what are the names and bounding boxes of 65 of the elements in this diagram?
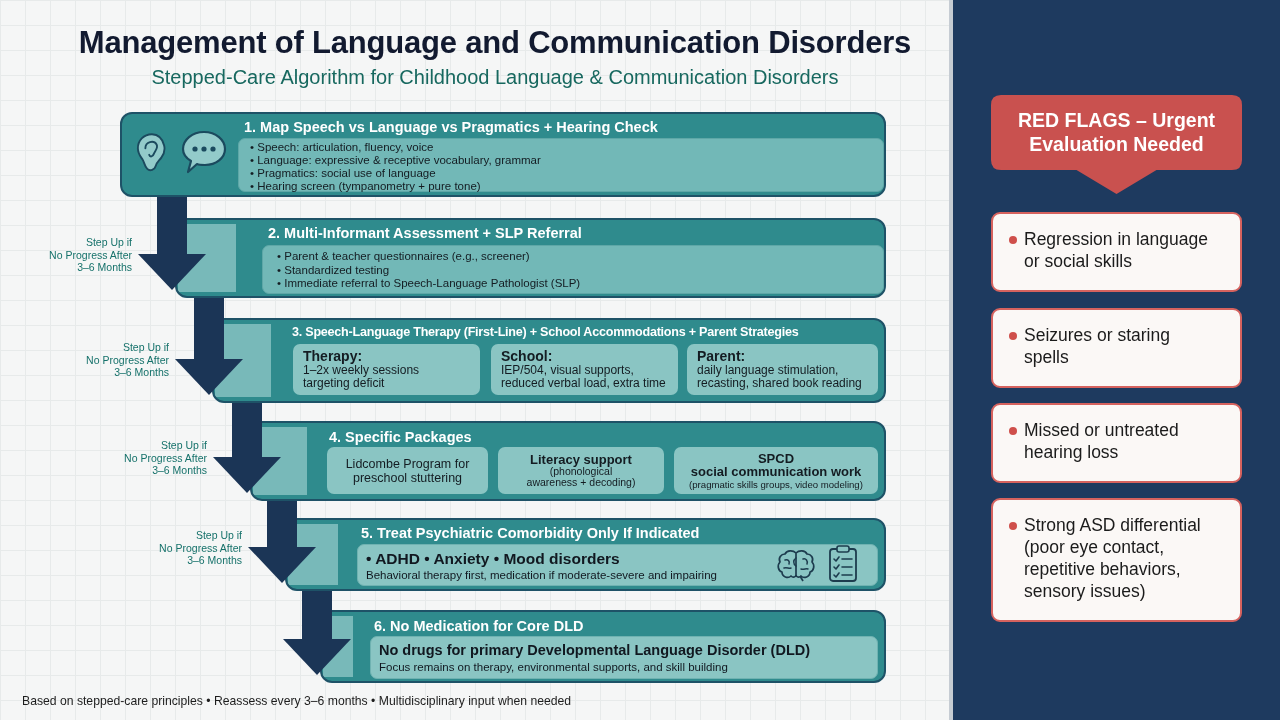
panel-heading: School: bbox=[501, 348, 553, 364]
card-text: Strong ASD differential (poor eye contact, repetitive behaviors, sensory issues) bbox=[1024, 514, 1201, 602]
panel-text: 1–2x weekly sessions targeting deficit bbox=[303, 364, 420, 390]
title: Management of Language and Communication Disorders bbox=[78, 25, 912, 61]
panel-heading: Lidcombe Program for preschool stuttering bbox=[345, 456, 470, 485]
bullet-item: • Pragmatics: social use of language bbox=[250, 167, 436, 180]
focus-text: No drugs for primary Developmental Language Disorder (DLD) bbox=[379, 641, 811, 660]
panel-heading: Parent: bbox=[697, 348, 746, 364]
panel-heading: SPCD social communication work bbox=[690, 451, 862, 479]
step-box bbox=[285, 518, 886, 591]
alert-banner bbox=[991, 95, 1242, 194]
detail-panel bbox=[262, 245, 884, 294]
detail-panel bbox=[370, 636, 878, 679]
card-text: Regression in language or social skills bbox=[1024, 228, 1208, 272]
option-panel bbox=[498, 447, 664, 494]
focus-text: • ADHD • Anxiety • Mood disorders bbox=[366, 549, 620, 568]
panel-text: (phonological awareness + decoding) bbox=[526, 466, 636, 489]
option-panel bbox=[327, 447, 488, 494]
step-box bbox=[175, 218, 886, 298]
step-arrow bbox=[283, 591, 351, 675]
step-arrow bbox=[138, 197, 206, 290]
step-heading: 1. Map Speech vs Language vs Pragmatics + Hearing Check bbox=[244, 119, 658, 136]
bullet-item: • Speech: articulation, fluency, voice bbox=[250, 141, 434, 154]
panel-heading: Literacy support bbox=[530, 452, 632, 467]
detail-panel bbox=[357, 544, 878, 586]
subtitle: Stepped-Care Algorithm for Childhood Language & Communication Disorders bbox=[151, 65, 839, 89]
panel-text: (pragmatic skills groups, video modeling) bbox=[689, 478, 863, 490]
step-box bbox=[212, 318, 886, 403]
panel-text: Focus remains on therapy, environmental supports, and skill building bbox=[379, 660, 728, 674]
step-box bbox=[120, 112, 886, 197]
footnote: Based on stepped-care principles • Reassess every 3–6 months • Multidisciplinary input when needed bbox=[22, 694, 572, 709]
bullet-item: • Language: expressive & receptive vocabulary, grammar bbox=[250, 154, 541, 167]
alert-card bbox=[991, 308, 1242, 388]
alert-card bbox=[991, 403, 1242, 483]
panel-text: IEP/504, visual supports, reduced verbal load, extra time bbox=[501, 364, 666, 390]
alert-card bbox=[991, 498, 1242, 622]
bullet-item: • Hearing screen (tympanometry + pure tone) bbox=[250, 180, 481, 193]
step-heading: 3. Speech-Language Therapy (First-Line) + School Accommodations + Parent Strategies bbox=[292, 324, 799, 341]
bullet-item: • Standardized testing bbox=[277, 263, 390, 277]
panel-heading: Therapy: bbox=[303, 348, 363, 364]
step-heading: 4. Specific Packages bbox=[329, 429, 472, 446]
panel-text: daily language stimulation, recasting, shared book reading bbox=[697, 364, 862, 390]
option-panel bbox=[491, 344, 678, 395]
option-panel bbox=[293, 344, 480, 395]
detail-panel bbox=[238, 138, 884, 192]
step-heading: 6. No Medication for Core DLD bbox=[374, 618, 584, 635]
step-heading: 2. Multi-Informant Assessment + SLP Referral bbox=[268, 225, 582, 242]
panel-text: Behavioral therapy first, medication if moderate-severe and impairing bbox=[366, 568, 717, 582]
option-panel bbox=[687, 344, 878, 395]
edge-label: Step Up if No Progress After 3–6 Months bbox=[124, 439, 207, 477]
step-box bbox=[320, 610, 886, 683]
card-text: Seizures or staring spells bbox=[1024, 324, 1170, 368]
edge-label: Step Up if No Progress After 3–6 Months bbox=[49, 236, 132, 274]
edge-label: Step Up if No Progress After 3–6 Months bbox=[159, 529, 242, 567]
step-arrow bbox=[213, 403, 281, 493]
card-text: Missed or untreated hearing loss bbox=[1024, 419, 1179, 463]
banner-heading: RED FLAGS – Urgent Evaluation Needed bbox=[1016, 108, 1217, 156]
bullet-item: • Parent & teacher questionnaires (e.g., screener) bbox=[277, 250, 530, 264]
step-heading: 5. Treat Psychiatric Comorbidity Only If Indicated bbox=[361, 525, 700, 542]
bullet-item: • Immediate referral to Speech-Language Pathologist (SLP) bbox=[277, 277, 581, 291]
option-panel bbox=[674, 447, 878, 494]
edge-label: Step Up if No Progress After 3–6 Months bbox=[86, 341, 169, 379]
alert-card bbox=[991, 212, 1242, 292]
step-arrow bbox=[248, 501, 316, 583]
step-box bbox=[250, 421, 886, 501]
